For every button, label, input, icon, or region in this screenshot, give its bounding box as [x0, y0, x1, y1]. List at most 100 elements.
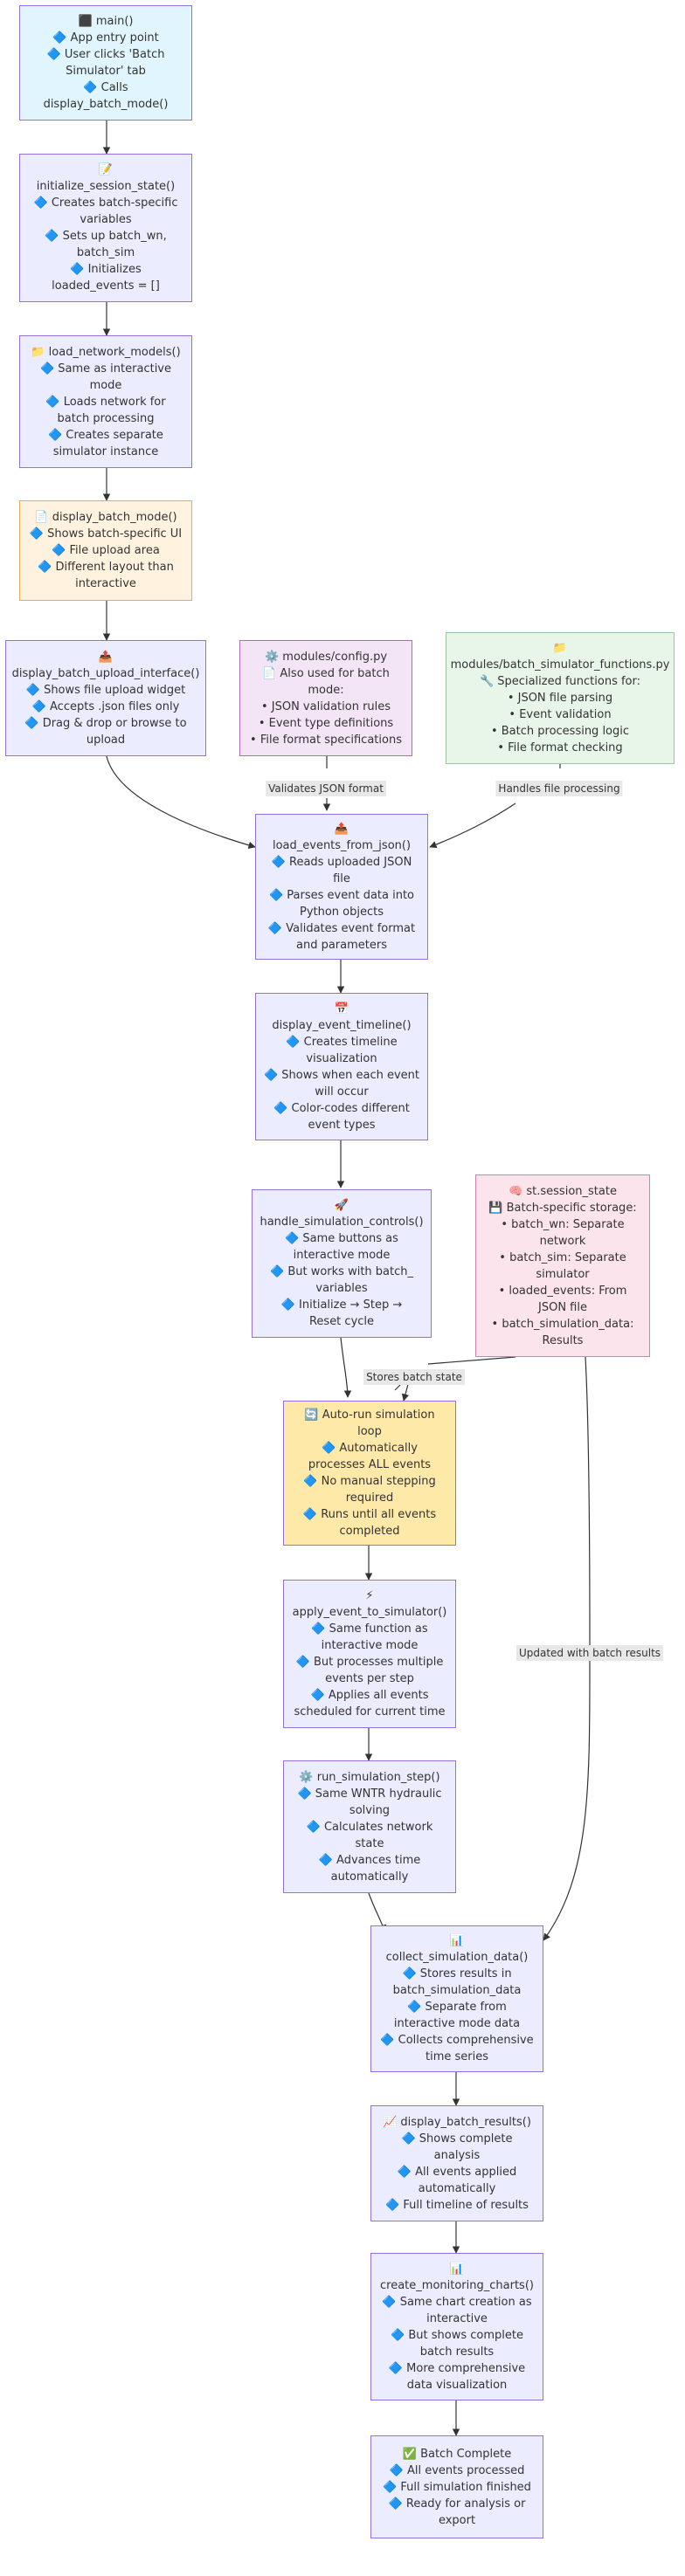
- node-text-line: 🔷 Loads network for: [45, 395, 166, 409]
- node-text-line: 🔷 Runs until all events: [302, 1508, 437, 1521]
- node-text-line: export: [438, 2513, 476, 2527]
- node-create-monitoring-charts: 📊create_monitoring_charts()🔷 Same chart …: [370, 2253, 543, 2400]
- node-text-line: 🔷 Same chart creation as: [382, 2295, 532, 2309]
- node-text-line: data visualization: [406, 2378, 508, 2392]
- node-text-line: 🔷 All events processed: [389, 2463, 525, 2477]
- node-text-line: 📁 load_network_models(): [31, 345, 181, 359]
- node-text-line: 🔷 Color-codes different: [273, 1101, 410, 1115]
- node-text-line: • JSON validation rules: [260, 699, 391, 713]
- node-text-line: 🔷 Creates separate: [48, 428, 163, 442]
- node-text-line: completed: [339, 1525, 400, 1538]
- node-text-line: ⚙️ run_simulation_step(): [299, 1770, 440, 1784]
- node-text-line: 📝: [98, 163, 114, 176]
- node-text-line: 🔷 Calls: [83, 81, 128, 94]
- edge-label-handles-file-processing: Handles file processing: [495, 781, 623, 796]
- node-display-batch-mode: 📄 display_batch_mode()🔷 Shows batch-spec…: [19, 500, 192, 601]
- node-text-line: 🔷 Full simulation finished: [383, 2480, 531, 2494]
- node-text-line: 🔷 Accepts .json files only: [31, 699, 180, 713]
- node-text-line: 📅: [334, 1002, 349, 1016]
- node-text-line: processes ALL events: [308, 1458, 432, 1471]
- node-text-line: ⚡: [365, 1589, 374, 1602]
- node-text-line: 🔷 Calculates network: [306, 1820, 433, 1834]
- node-text-line: • batch_simulation_data:: [491, 1317, 634, 1331]
- node-text-line: 📊: [449, 1934, 465, 1947]
- node-text-line: • Batch processing logic: [490, 725, 630, 738]
- node-text-line: 🔷 Reads uploaded JSON: [271, 855, 412, 869]
- node-text-line: Reset cycle: [308, 1315, 375, 1328]
- node-text-line: 🔄 Auto-run simulation: [304, 1409, 435, 1422]
- node-text-line: 🔷 Shows file upload widget: [25, 683, 186, 697]
- node-text-line: and parameters: [296, 938, 387, 952]
- node-text-line: • batch_wn: Separate: [501, 1217, 625, 1231]
- node-text-line: display_event_timeline(): [272, 1018, 412, 1032]
- node-collect-simulation-data: 📊collect_simulation_data()🔷 Stores resul…: [370, 1925, 543, 2072]
- node-text-line: 🔷 Sets up batch_wn,: [45, 230, 167, 243]
- edge-upload-loadevents: [106, 755, 256, 849]
- node-text-line: mode: [89, 378, 122, 392]
- node-text-line: automatically: [418, 2181, 496, 2195]
- node-text-line: • Event type definitions: [258, 716, 394, 730]
- node-text-line: batch_sim: [76, 246, 135, 259]
- node-text-line: display_batch_upload_interface(): [11, 666, 200, 680]
- node-text-line: • batch_sim: Separate: [499, 1250, 626, 1264]
- node-text-line: ✅ Batch Complete: [402, 2447, 512, 2461]
- node-text-line: state: [355, 1836, 384, 1850]
- node-session-state: 🧠 st.session_state💾 Batch-specific stora…: [475, 1174, 650, 1357]
- node-apply-event-to-simulator: ⚡apply_event_to_simulator()🔷 Same functi…: [283, 1580, 456, 1728]
- node-text-line: • JSON file parsing: [507, 692, 613, 705]
- node-text-line: 📤: [98, 650, 114, 664]
- node-text-line: 🔷 Collects comprehensive: [380, 2034, 534, 2047]
- edge-controls-autorun: [340, 1337, 352, 1398]
- node-text-line: 🔷 But processes multiple: [295, 1656, 444, 1669]
- node-text-line: 🔷 Same as interactive: [39, 362, 171, 375]
- node-text-line: variables: [315, 1282, 368, 1295]
- node-text-line: 🧠 st.session_state: [509, 1184, 617, 1198]
- node-text-line: 🔷 Automatically: [322, 1442, 418, 1455]
- node-text-line: interactive mode: [321, 1639, 419, 1652]
- node-text-line: 🔷 Same buttons as: [285, 1232, 398, 1245]
- node-text-line: simulator instance: [52, 444, 159, 458]
- node-text-line: 🔷 Full timeline of results: [385, 2198, 529, 2212]
- node-text-line: events per step: [325, 1672, 414, 1685]
- node-text-line: • loaded_events: From: [498, 1284, 627, 1298]
- node-text-line: 🔷 No manual stepping: [303, 1475, 436, 1488]
- node-text-line: handle_simulation_controls(): [259, 1216, 424, 1229]
- node-text-line: 🔷 But works with batch_: [270, 1265, 413, 1278]
- node-text-line: network: [539, 1234, 586, 1248]
- node-text-line: 🔷 Advances time: [318, 1853, 421, 1867]
- node-display-batch-results: 📈 display_batch_results()🔷 Shows complet…: [370, 2105, 543, 2221]
- node-text-line: 🔷 All events applied: [397, 2165, 517, 2179]
- node-text-line: 📁: [552, 642, 568, 655]
- node-text-line: solving: [349, 1803, 391, 1817]
- node-text-line: batch processing: [57, 411, 155, 425]
- node-text-line: 📈 display_batch_results(): [383, 2115, 531, 2129]
- node-text-line: 🔷 File upload area: [52, 544, 160, 557]
- node-text-line: 🔷 But shows complete: [391, 2328, 523, 2342]
- node-text-line: loaded_events = []: [52, 279, 160, 293]
- node-handle-simulation-controls: 🚀 handle_simulation_controls() 🔷 Same butt…: [252, 1189, 432, 1338]
- node-text-line: ⬛ main(): [78, 15, 134, 28]
- node-text-line: 🚀: [334, 1199, 349, 1212]
- node-main: ⬛ main()🔷 App entry point🔷 User clicks '…: [19, 5, 192, 121]
- node-batch-complete: ✅ Batch Complete 🔷 All events processed 🔷 …: [370, 2435, 543, 2538]
- node-text-line: will occur: [315, 1085, 369, 1099]
- node-load-events-from-json: 📤load_events_from_json()🔷 Reads uploaded…: [255, 814, 428, 960]
- node-text-line: 🔷 Initialize → Step →: [280, 1298, 403, 1312]
- node-text-line: display_batch_mode(): [43, 98, 169, 111]
- node-text-line: • File format specifications: [250, 733, 402, 747]
- node-text-line: Simulator' tab: [66, 65, 146, 78]
- node-text-line: 🔷 Shows batch-specific UI: [29, 527, 183, 541]
- node-text-line: mode:: [308, 683, 344, 697]
- node-text-line: 🔷 Different layout than: [38, 561, 174, 574]
- node-text-line: 🔷 Same WNTR hydraulic: [297, 1787, 442, 1801]
- node-text-line: 🔷 Validates event format: [267, 921, 416, 935]
- node-text-line: batch results: [419, 2345, 495, 2359]
- node-text-line: required: [345, 1491, 394, 1505]
- node-config: ⚙️ modules/config.py📄 Also used for batc…: [239, 640, 412, 756]
- node-text-line: automatically: [330, 1870, 409, 1884]
- node-text-line: event types: [308, 1118, 376, 1132]
- node-text-line: • Event validation: [509, 708, 612, 721]
- node-text-line: 🔷 User clicks 'Batch: [46, 48, 165, 61]
- node-load-network-models: 📁 load_network_models() 🔷 Same as interac…: [19, 335, 192, 468]
